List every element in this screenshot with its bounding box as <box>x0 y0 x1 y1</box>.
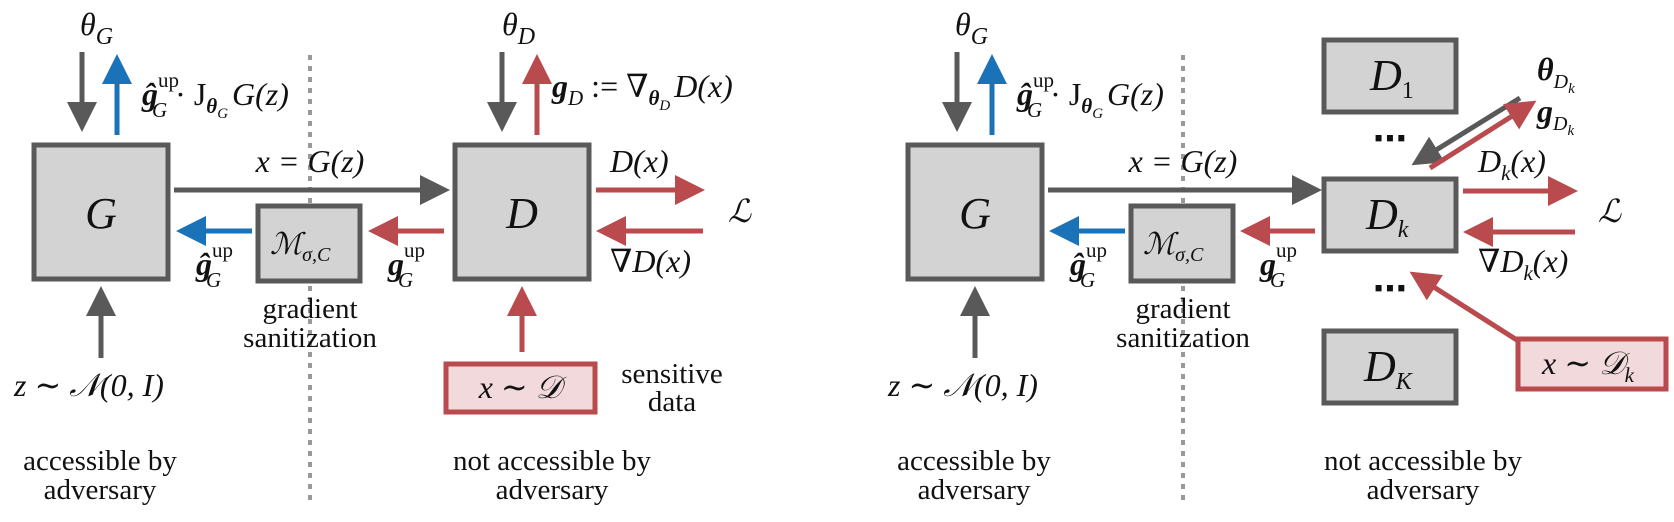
right-accessible-line2: adversary <box>918 474 1031 506</box>
right-ellipsis-bottom: ⋯ <box>1373 269 1407 309</box>
left-accessible-line2: adversary <box>44 474 157 506</box>
right-dK-label: DK <box>1363 342 1414 395</box>
right-generator-label: G <box>959 189 991 238</box>
right-not-accessible-line2: adversary <box>1367 474 1480 506</box>
left-x-dist: x ∼ 𝒟 <box>478 369 567 405</box>
right-sanitizer-label: ℳσ,C <box>1143 228 1204 266</box>
left-z-dist: z ∼ 𝒩(0, I) <box>13 367 164 403</box>
right-x-eq-label: x = G(z) <box>1128 143 1238 179</box>
left-data-box <box>443 361 598 415</box>
left-sensitive-line1: sensitive <box>621 358 723 390</box>
right-data-box <box>1515 336 1669 392</box>
left-theta-g: θG <box>80 6 113 50</box>
left-grad-san-line1: gradient <box>262 293 357 325</box>
left-disc-grad-label: gD:= ∇θDD(x) <box>551 68 733 114</box>
right-loss-label: ℒ <box>1598 193 1622 229</box>
right-g-dk-label: gDk <box>1536 93 1574 139</box>
right-d1-label: D1 <box>1369 51 1414 104</box>
left-not-accessible-line1: not accessible by <box>453 445 652 477</box>
right-z-dist: z ∼ 𝒩(0, I) <box>887 367 1038 403</box>
right-dK-box <box>1321 328 1459 406</box>
left-discriminator-box <box>452 142 592 282</box>
right-accessible-line1: accessible by <box>897 445 1051 477</box>
left-theta-d: θD <box>502 6 535 50</box>
left-generator-box <box>31 142 171 282</box>
right-ellipsis-top: ⋯ <box>1373 119 1407 159</box>
left-nabla-dx-label: ∇D(x) <box>610 243 691 279</box>
left-sensitive-line2: data <box>648 386 696 418</box>
right-d1-box <box>1321 37 1459 115</box>
right-theta-dk-label: θDk <box>1537 51 1575 97</box>
left-loss-label: ℒ <box>728 193 752 229</box>
right-sanitizer-box <box>1128 203 1236 284</box>
right-g-dk-out-arrow <box>1428 100 1537 171</box>
right-grad-san-line1: gradient <box>1135 293 1230 325</box>
right-dk-box <box>1321 176 1459 254</box>
left-discriminator-label: D <box>505 189 538 238</box>
right-not-accessible-line1: not accessible by <box>1324 445 1523 477</box>
left-generator-label: G <box>85 189 117 238</box>
right-dk-label: Dk <box>1365 190 1409 243</box>
left-accessible-line1: accessible by <box>23 445 177 477</box>
right-nabla-dkx-label: ∇Dk(x) <box>1478 243 1568 285</box>
left-x-eq-label: x = G(z) <box>255 143 365 179</box>
left-dx-label: D(x) <box>609 143 669 179</box>
right-x-dist: x ∼ 𝒟k <box>1541 345 1635 387</box>
left-sanitizer-label: ℳσ,C <box>270 228 331 266</box>
right-data-in-arrow <box>1409 271 1522 345</box>
right-dkx-label: Dk(x) <box>1477 143 1546 185</box>
right-grad-san-line2: sanitization <box>1116 322 1250 354</box>
left-sanitizer-box <box>255 203 363 284</box>
right-theta-g: θG <box>955 6 988 50</box>
left-grad-san-line2: sanitization <box>243 322 377 354</box>
right-generator-box <box>905 142 1045 282</box>
left-not-accessible-line2: adversary <box>496 474 609 506</box>
